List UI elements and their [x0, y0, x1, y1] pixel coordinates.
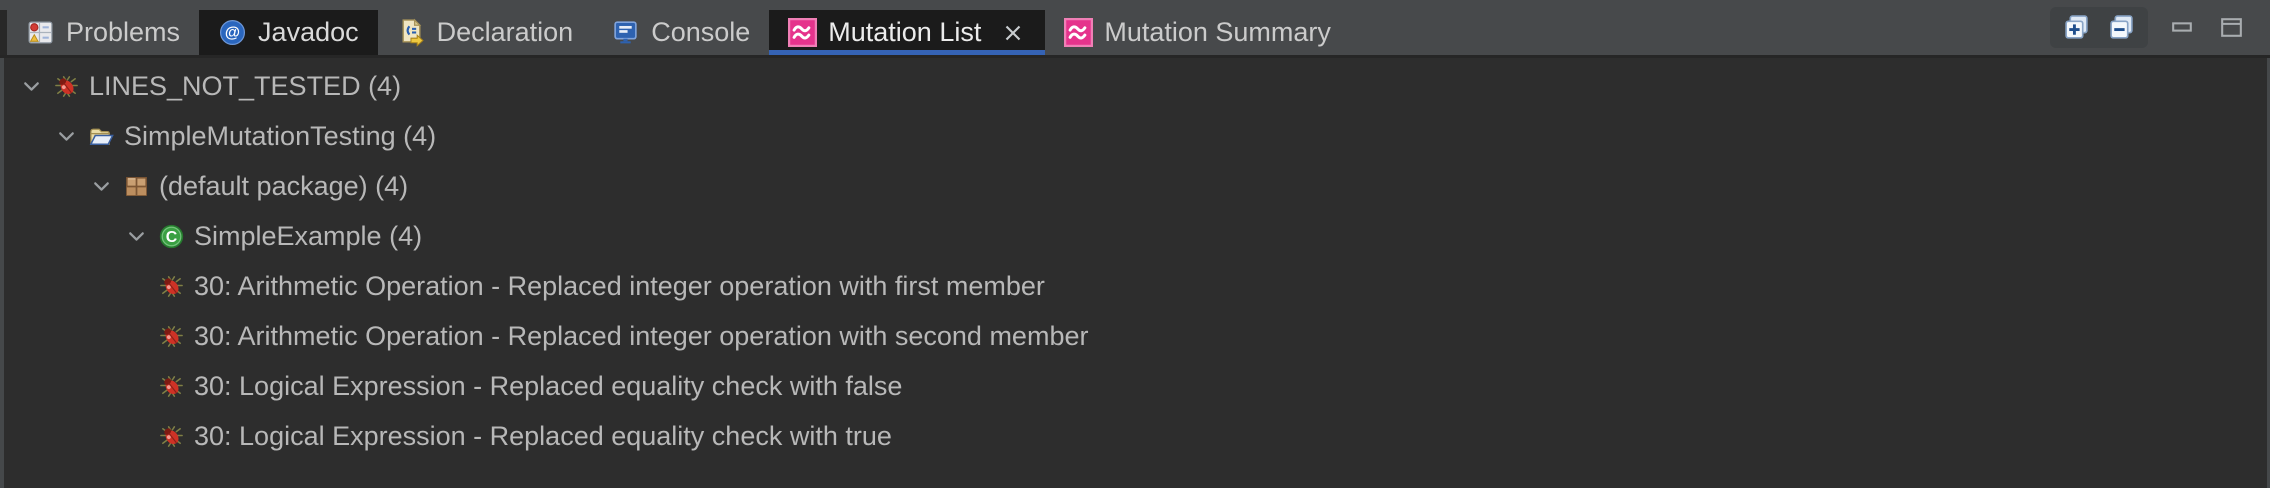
tree-row-label: LINES_NOT_TESTED (4) — [89, 71, 402, 101]
toolbar-group — [2050, 7, 2148, 48]
console-icon — [611, 18, 640, 47]
tab-javadoc[interactable]: Javadoc — [199, 10, 378, 55]
minimize-icon[interactable] — [2168, 13, 2197, 42]
bug-icon — [158, 373, 185, 400]
close-icon — [1000, 20, 1026, 46]
tree-row-mutation[interactable]: 30: Arithmetic Operation - Replaced inte… — [4, 261, 2267, 311]
tab-strip: Problems Javadoc Declaration Console Mut… — [0, 0, 1350, 55]
maximize-icon[interactable] — [2217, 13, 2246, 42]
view-toolbar — [2050, 0, 2270, 55]
class-icon — [158, 223, 185, 250]
tree-row-label: 30: Logical Expression - Replaced equali… — [194, 371, 903, 401]
mutation-icon — [788, 18, 817, 47]
tree-row-project[interactable]: SimpleMutationTesting (4) — [4, 111, 2267, 161]
chevron-down-icon[interactable] — [53, 123, 88, 150]
tree-row-mutation[interactable]: 30: Logical Expression - Replaced equali… — [4, 411, 2267, 461]
tab-label: Mutation Summary — [1104, 17, 1331, 47]
tab-label: Problems — [66, 17, 181, 47]
tree-row-label: 30: Arithmetic Operation - Replaced inte… — [194, 321, 1089, 351]
tab-label: Mutation List — [828, 17, 982, 47]
bug-icon — [158, 423, 185, 450]
tree-row-class[interactable]: SimpleExample (4) — [4, 211, 2267, 261]
tree-row-lines-not-tested[interactable]: LINES_NOT_TESTED (4) — [4, 61, 2267, 111]
mutation-tree: LINES_NOT_TESTED (4) SimpleMutationTesti… — [0, 58, 2270, 488]
tab-label: Declaration — [436, 17, 574, 47]
tree-row-label: 30: Logical Expression - Replaced equali… — [194, 421, 892, 451]
tab-label: Javadoc — [258, 17, 359, 47]
tab-declaration[interactable]: Declaration — [378, 10, 593, 55]
problems-icon — [26, 18, 55, 47]
tree-row-package[interactable]: (default package) (4) — [4, 161, 2267, 211]
tree-row-label: SimpleMutationTesting (4) — [124, 121, 437, 151]
declaration-icon — [397, 18, 426, 47]
chevron-down-icon[interactable] — [123, 223, 158, 250]
expand-all-icon[interactable] — [2062, 13, 2091, 42]
tabbar-left-notch — [0, 10, 7, 55]
bug-icon — [158, 273, 185, 300]
open-folder-icon — [88, 123, 115, 150]
tree-row-label: SimpleExample (4) — [194, 221, 423, 251]
javadoc-icon — [218, 18, 247, 47]
tree-row-mutation[interactable]: 30: Arithmetic Operation - Replaced inte… — [4, 311, 2267, 361]
tree-row-label: (default package) (4) — [159, 171, 409, 201]
bug-icon — [53, 73, 80, 100]
tab-label: Console — [651, 17, 751, 47]
view-tab-bar: Problems Javadoc Declaration Console Mut… — [0, 0, 2270, 58]
tab-console[interactable]: Console — [592, 10, 769, 55]
bug-icon — [158, 323, 185, 350]
close-tab-button[interactable] — [1000, 20, 1026, 46]
tree-row-mutation[interactable]: 30: Logical Expression - Replaced equali… — [4, 361, 2267, 411]
window-controls — [2168, 13, 2246, 42]
package-icon — [123, 173, 150, 200]
collapse-all-icon[interactable] — [2107, 13, 2136, 42]
chevron-down-icon[interactable] — [88, 173, 123, 200]
tab-mutation-list[interactable]: Mutation List — [769, 10, 1046, 55]
tab-problems[interactable]: Problems — [7, 10, 199, 55]
tree-row-label: 30: Arithmetic Operation - Replaced inte… — [194, 271, 1045, 301]
chevron-down-icon[interactable] — [18, 73, 53, 100]
tab-mutation-summary[interactable]: Mutation Summary — [1045, 10, 1350, 55]
mutation-icon — [1064, 18, 1093, 47]
